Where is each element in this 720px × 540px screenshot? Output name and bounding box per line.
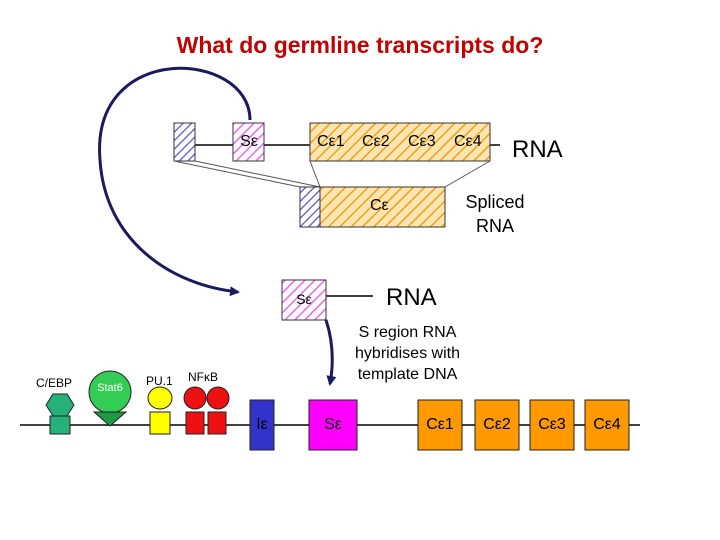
pu1-label: PU.1 xyxy=(146,374,173,388)
spliced-c-label: Cε xyxy=(370,197,389,214)
s-region-rna xyxy=(281,279,373,321)
cebp-factor xyxy=(45,393,75,417)
hybridise-note-line2: hybridises with xyxy=(355,345,460,362)
transcript-exon-2: Cε2 xyxy=(362,133,390,150)
transcription-factors xyxy=(45,370,230,435)
cebp-site xyxy=(49,415,71,435)
nfkb-factor-left xyxy=(183,386,207,410)
dna-elements xyxy=(249,399,630,451)
stat6-site xyxy=(92,411,128,427)
s-region-transcript xyxy=(232,122,265,162)
c-exon-4-dna xyxy=(584,399,630,451)
hybridise-note-line1: S region RNA xyxy=(358,324,457,341)
hybridise-arrow xyxy=(324,319,337,386)
dna-exon-1: Cε1 xyxy=(426,416,454,433)
dna-s-label: Sε xyxy=(324,416,342,433)
dna-exon-2: Cε2 xyxy=(483,416,511,433)
spliced-caption-line2: RNA xyxy=(475,216,514,236)
cebp-label: C/EBP xyxy=(36,376,73,390)
c-exon-2-dna xyxy=(474,399,520,451)
splice-connectors xyxy=(173,160,491,188)
transcript-exon-1: Cε1 xyxy=(317,133,345,150)
spliced-rna xyxy=(299,186,446,228)
s-rna-s-label: Sε xyxy=(296,291,312,307)
c-exon-3-dna xyxy=(529,399,575,451)
pu1-factor xyxy=(147,386,173,410)
s-region-dna xyxy=(308,399,358,451)
i-exon-spliced xyxy=(299,186,321,228)
s-rna-rna-label: RNA xyxy=(386,284,437,311)
germline-transcript xyxy=(173,122,500,162)
feedback-arrow-curve xyxy=(98,66,252,297)
slide-title: What do germline transcripts do? xyxy=(176,32,544,58)
hybridise-note-line3: template DNA xyxy=(357,366,458,383)
nfkb-site-left xyxy=(185,411,205,435)
transcript-exon-3: Cε3 xyxy=(408,133,436,150)
pu1-site xyxy=(149,411,171,435)
dna-i-label: Iε xyxy=(256,416,268,433)
i-exon-dna xyxy=(249,399,275,451)
i-exon-transcript xyxy=(173,122,196,162)
nfkb-site-right xyxy=(207,411,227,435)
c-exon-1-dna xyxy=(417,399,463,451)
s-region-rna-box xyxy=(281,279,327,321)
transcript-rna-label: RNA xyxy=(512,136,563,163)
stat6-label: Stat6 xyxy=(97,382,123,394)
dna-exon-4: Cε4 xyxy=(593,416,621,433)
spliced-caption-line1: Spliced xyxy=(465,192,525,212)
c-exon-spliced xyxy=(319,186,446,228)
transcript-exon-4: Cε4 xyxy=(454,133,482,150)
nfkb-factor-right xyxy=(206,386,230,410)
dna-exon-3: Cε3 xyxy=(538,416,566,433)
nfkb-label: NFκB xyxy=(188,370,218,384)
c-exons-transcript xyxy=(309,122,491,162)
transcript-s-label: Sε xyxy=(240,133,258,150)
